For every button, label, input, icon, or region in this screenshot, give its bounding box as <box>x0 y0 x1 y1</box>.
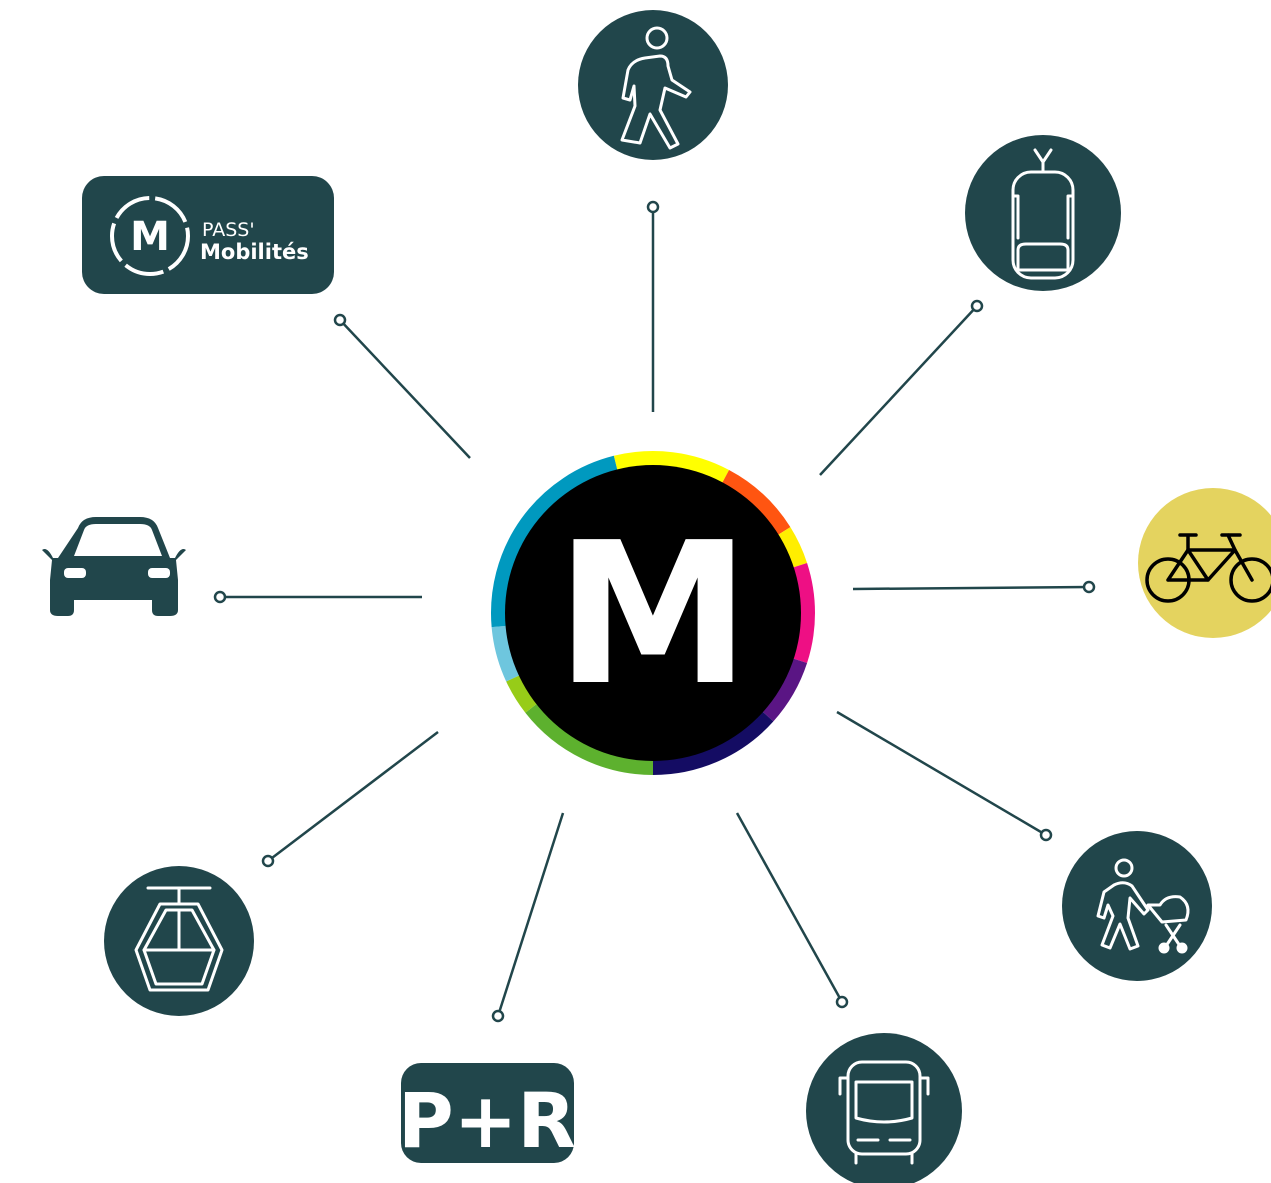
hub: M <box>491 451 815 775</box>
node-bus-bg <box>806 1033 962 1183</box>
connector-dot-walk <box>646 200 660 214</box>
cable-car-icon <box>134 886 224 992</box>
hub-ring-segment <box>491 455 618 628</box>
node-bus[interactable] <box>806 1033 962 1183</box>
hub-ring-segment <box>525 702 654 775</box>
node-park-ride[interactable]: P+R <box>398 1063 576 1165</box>
hub-ring-segment <box>506 674 539 713</box>
pass-mobilites-logo: M <box>110 196 190 276</box>
hub-ring-segment <box>761 657 808 722</box>
pedestrian-stroller-icon <box>1096 858 1190 954</box>
node-tram[interactable] <box>965 135 1121 291</box>
node-walk[interactable] <box>578 10 728 160</box>
connector-bike <box>852 585 1090 591</box>
connector-dot-bus <box>835 995 849 1009</box>
car-icon <box>42 517 186 616</box>
hub-letter: M <box>555 501 750 729</box>
hub-disc <box>505 465 801 761</box>
hub-color-ring <box>491 451 815 775</box>
pedestrian-icon <box>620 26 692 150</box>
connector-dot-pass <box>333 313 347 327</box>
hub-ring-segment <box>613 451 730 485</box>
hub-ring-segment <box>791 562 815 664</box>
connector-dot-cable-car <box>261 854 275 868</box>
hub-ring-segment <box>721 469 791 536</box>
bicycle-icon <box>1145 533 1271 603</box>
hub-ring-segment <box>776 527 808 569</box>
node-bike[interactable] <box>1138 488 1271 638</box>
connector-dot-car <box>213 590 227 604</box>
connector-pass <box>339 319 471 459</box>
connector-park-ride <box>496 812 565 1017</box>
pass-label-big: Mobilités <box>200 240 309 264</box>
node-stroller[interactable] <box>1062 831 1212 981</box>
connector-bus <box>735 812 844 1003</box>
node-pass-bg <box>82 176 334 294</box>
connectors <box>213 200 1096 1023</box>
pass-label-small: PASS' <box>202 219 255 241</box>
bus-icon <box>838 1060 930 1165</box>
node-walk-bg <box>578 10 728 160</box>
park-and-ride-icon: P+R <box>398 1076 576 1165</box>
hub-ring-segment <box>652 710 774 775</box>
connector-dot-bike <box>1082 580 1096 594</box>
connector-dot-park-ride <box>491 1009 505 1023</box>
connector-stroller <box>836 710 1047 837</box>
connector-cable-car <box>267 731 439 862</box>
connector-dot-tram <box>970 299 984 313</box>
hub-ring-segment <box>491 625 521 682</box>
node-pass[interactable]: M PASS' Mobilités <box>82 176 334 294</box>
connector-dot-stroller <box>1039 828 1053 842</box>
node-cable-car[interactable] <box>104 866 254 1016</box>
node-tram-bg <box>965 135 1121 291</box>
tram-icon <box>1011 148 1075 280</box>
pass-logo-letter: M <box>130 214 170 260</box>
node-park-ride-bg <box>401 1063 574 1163</box>
node-car[interactable] <box>42 517 186 616</box>
connector-tram <box>819 305 978 476</box>
